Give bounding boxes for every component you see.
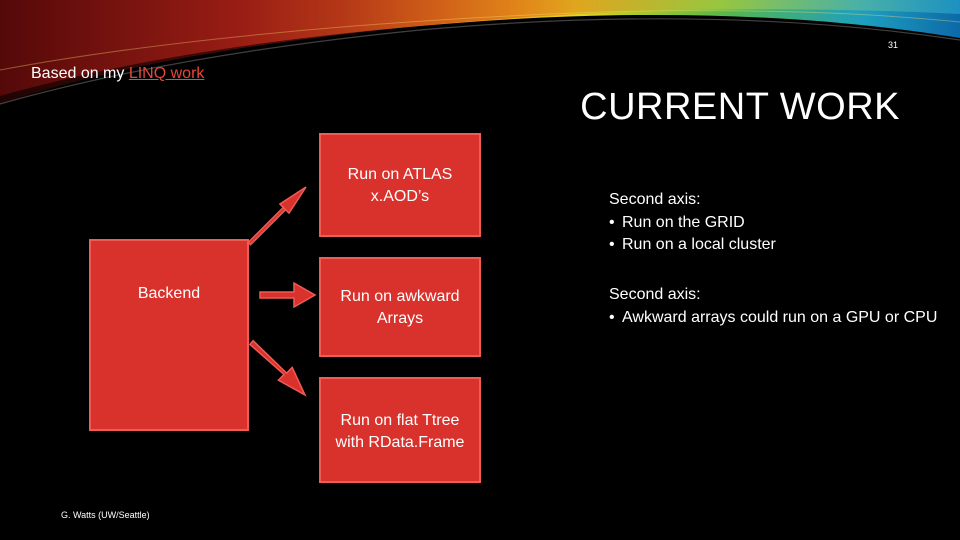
slide-title: CURRENT WORK: [580, 86, 900, 128]
notes-block-grid: Second axis: Run on the GRID Run on a lo…: [609, 189, 939, 257]
list-item: Run on the GRID: [609, 212, 939, 235]
linq-work-link[interactable]: LINQ work: [128, 65, 205, 82]
list-item: Awkward arrays could run on a GPU or CPU: [609, 307, 939, 330]
arrow-up-right-icon: [247, 186, 307, 246]
footer-author: G. Watts (UW/Seattle): [61, 510, 150, 520]
flat-ttree-box: Run on flat Ttree with RData.Frame: [319, 377, 481, 483]
notes-heading: Second axis:: [609, 286, 701, 303]
ttree-box-line-2: with RData.Frame: [335, 434, 465, 451]
decorative-swoosh: [0, 0, 960, 105]
awkward-box-line-2: Arrays: [376, 310, 424, 327]
subtitle: Based on my LINQ work: [31, 65, 204, 83]
arrow-down-right-icon: [248, 339, 307, 397]
atlas-box-line-2: x.AOD’s: [370, 188, 430, 205]
slide-number: 31: [887, 40, 898, 50]
notes-list: Run on the GRID Run on a local cluster: [609, 212, 939, 257]
backend-box: Backend: [89, 239, 249, 431]
atlas-box-line-1: Run on ATLAS: [347, 166, 453, 183]
notes-heading: Second axis:: [609, 191, 701, 208]
awkward-box-line-1: Run on awkward: [340, 288, 460, 305]
atlas-xaod-box: Run on ATLAS x.AOD’s: [319, 133, 481, 237]
arrow-right-icon: [259, 281, 317, 309]
ttree-box-line-1: Run on flat Ttree: [340, 412, 460, 429]
awkward-arrays-box: Run on awkward Arrays: [319, 257, 481, 357]
list-item: Run on a local cluster: [609, 234, 939, 257]
notes-list: Awkward arrays could run on a GPU or CPU: [609, 307, 939, 330]
backend-label: Backend: [137, 285, 201, 302]
subtitle-prefix: Based on my: [31, 65, 129, 82]
notes-block-gpu: Second axis: Awkward arrays could run on…: [609, 284, 939, 329]
